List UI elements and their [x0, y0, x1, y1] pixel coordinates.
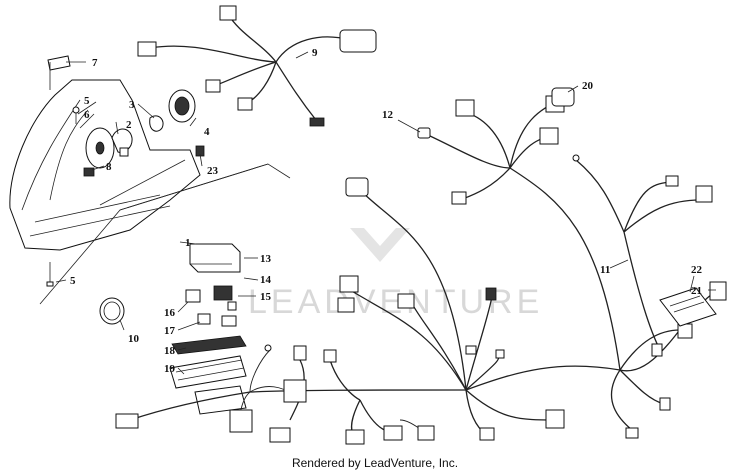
callout-15: 15	[260, 291, 272, 303]
callout-14: 14	[260, 274, 272, 286]
watermark: LEADVENTURE	[248, 228, 543, 321]
callout-11: 11	[600, 264, 610, 276]
callout-16: 16	[164, 307, 176, 319]
callout-13: 13	[260, 253, 272, 265]
watermark-text: LEADVENTURE	[248, 283, 543, 321]
callout-12: 12	[382, 109, 394, 121]
callout-10: 10	[128, 333, 140, 345]
leader-lines	[55, 51, 716, 375]
callout-8: 8	[106, 161, 112, 173]
callout-9: 9	[312, 47, 318, 59]
callout-5-bottom: 5	[70, 275, 76, 287]
callouts: 7 5 6 3 2 8 4 23 1 5 9 10 11 12 13 14 15…	[70, 47, 703, 375]
harness-11	[115, 87, 727, 445]
callout-17: 17	[164, 325, 176, 337]
callout-1: 1	[185, 237, 191, 249]
callout-5-top: 5	[84, 95, 90, 107]
callout-19: 19	[164, 363, 176, 375]
fuse-relay-parts	[169, 243, 247, 415]
callout-4: 4	[204, 126, 210, 138]
headlight-assembly	[9, 55, 201, 251]
callout-20: 20	[582, 80, 594, 92]
harness-9	[137, 5, 377, 127]
bolt-parts	[46, 106, 80, 287]
callout-18: 18	[164, 345, 176, 357]
callout-2: 2	[126, 119, 132, 131]
callout-3: 3	[129, 99, 135, 111]
callout-22: 22	[691, 264, 703, 276]
bulb-assembly	[83, 89, 205, 177]
callout-6: 6	[84, 109, 90, 121]
grommet-ring	[99, 297, 125, 325]
footer-credit: Rendered by LeadVenture, Inc.	[291, 456, 459, 470]
callout-21: 21	[691, 285, 702, 297]
callout-7: 7	[92, 57, 98, 69]
callout-23: 23	[207, 165, 219, 177]
